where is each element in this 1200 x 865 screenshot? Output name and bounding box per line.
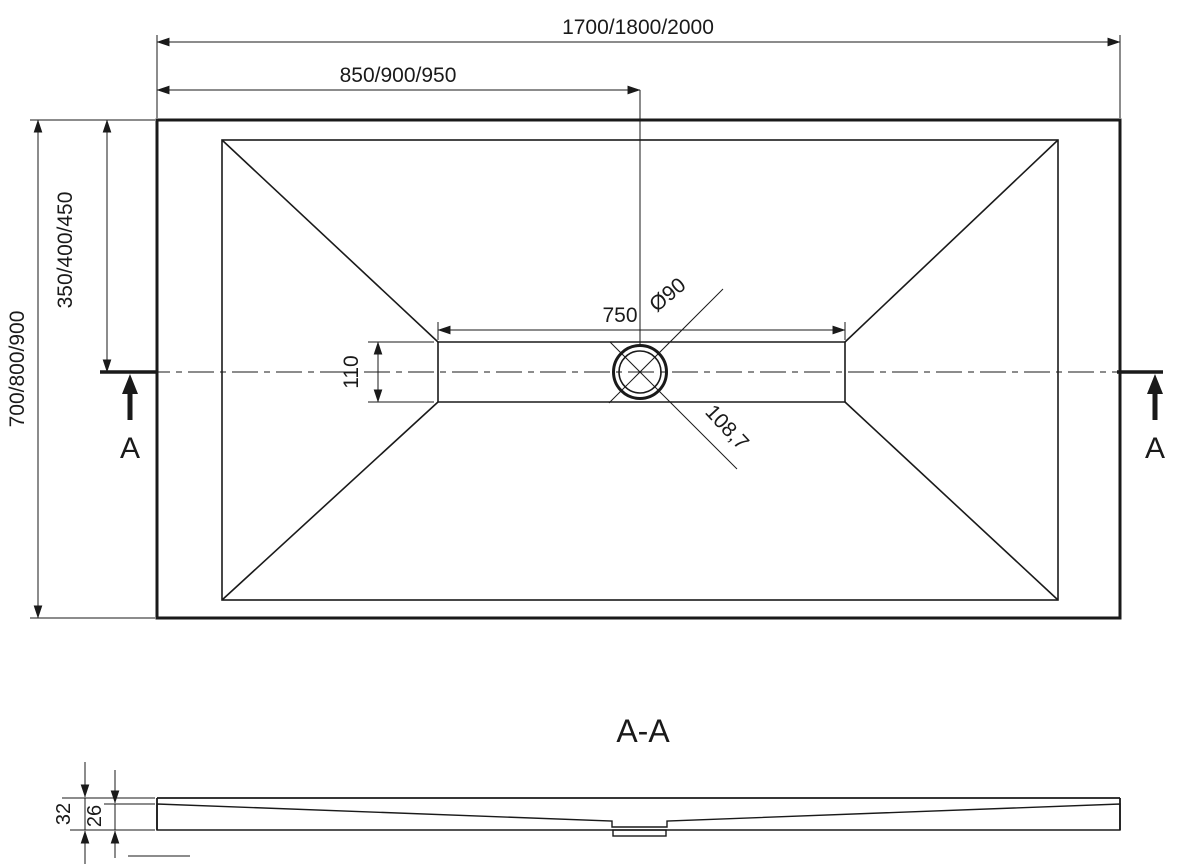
dim-floor-thickness-label: 26 (84, 805, 106, 827)
section-marker-left-label: A (120, 432, 140, 465)
section-drain-outlet (612, 829, 667, 837)
slope-fold-lines (221, 139, 1059, 601)
section-marker-right-label: A (1145, 432, 1165, 465)
section-profile (156, 797, 1121, 837)
section-title: A-A (616, 713, 670, 749)
dim-channel-width-label: 110 (340, 355, 363, 388)
dim-channel-length-label: 750 (602, 304, 637, 327)
dimension-floor-thickness: 26 (84, 770, 155, 858)
section-arrow-right (1147, 374, 1163, 394)
dimension-overall-width: 1700/1800/2000 (156, 16, 1121, 118)
dim-half-depth-label: 350/400/450 (54, 192, 77, 309)
drain: Ø90 108,7 (608, 273, 753, 470)
drain-diameter-leader-line (608, 288, 724, 404)
dim-half-width-label: 850/900/950 (340, 64, 457, 87)
dimension-channel-length: 750 (437, 304, 846, 340)
dim-drain-diagonal-label: 108,7 (700, 401, 753, 455)
dimension-half-width: 850/900/950 (156, 64, 641, 347)
drain-outer-circle (612, 344, 668, 400)
section-cut-line: A A (100, 370, 1165, 465)
dim-drain-diameter-label: Ø90 (645, 273, 690, 316)
dim-overall-depth-label: 700/800/900 (6, 311, 29, 428)
drain-diagonal-line (609, 341, 738, 470)
tray-outer-edge (155, 118, 1122, 620)
drain-channel (437, 341, 846, 403)
dim-overall-width-label: 1700/1800/2000 (562, 16, 714, 39)
dimension-total-thickness: 32 (53, 762, 155, 864)
section-arrow-left (122, 374, 138, 394)
dimension-overall-depth: 700/800/900 (6, 119, 155, 619)
dim-total-thickness-label: 32 (53, 803, 75, 825)
section-material (156, 803, 1121, 831)
dimension-channel-width: 110 (340, 341, 434, 403)
top-view: 1700/1800/2000 850/900/950 700/800/900 3… (6, 16, 1165, 620)
section-view: A-A 32 26 (53, 713, 1121, 864)
dimension-half-depth: 350/400/450 (54, 119, 112, 373)
